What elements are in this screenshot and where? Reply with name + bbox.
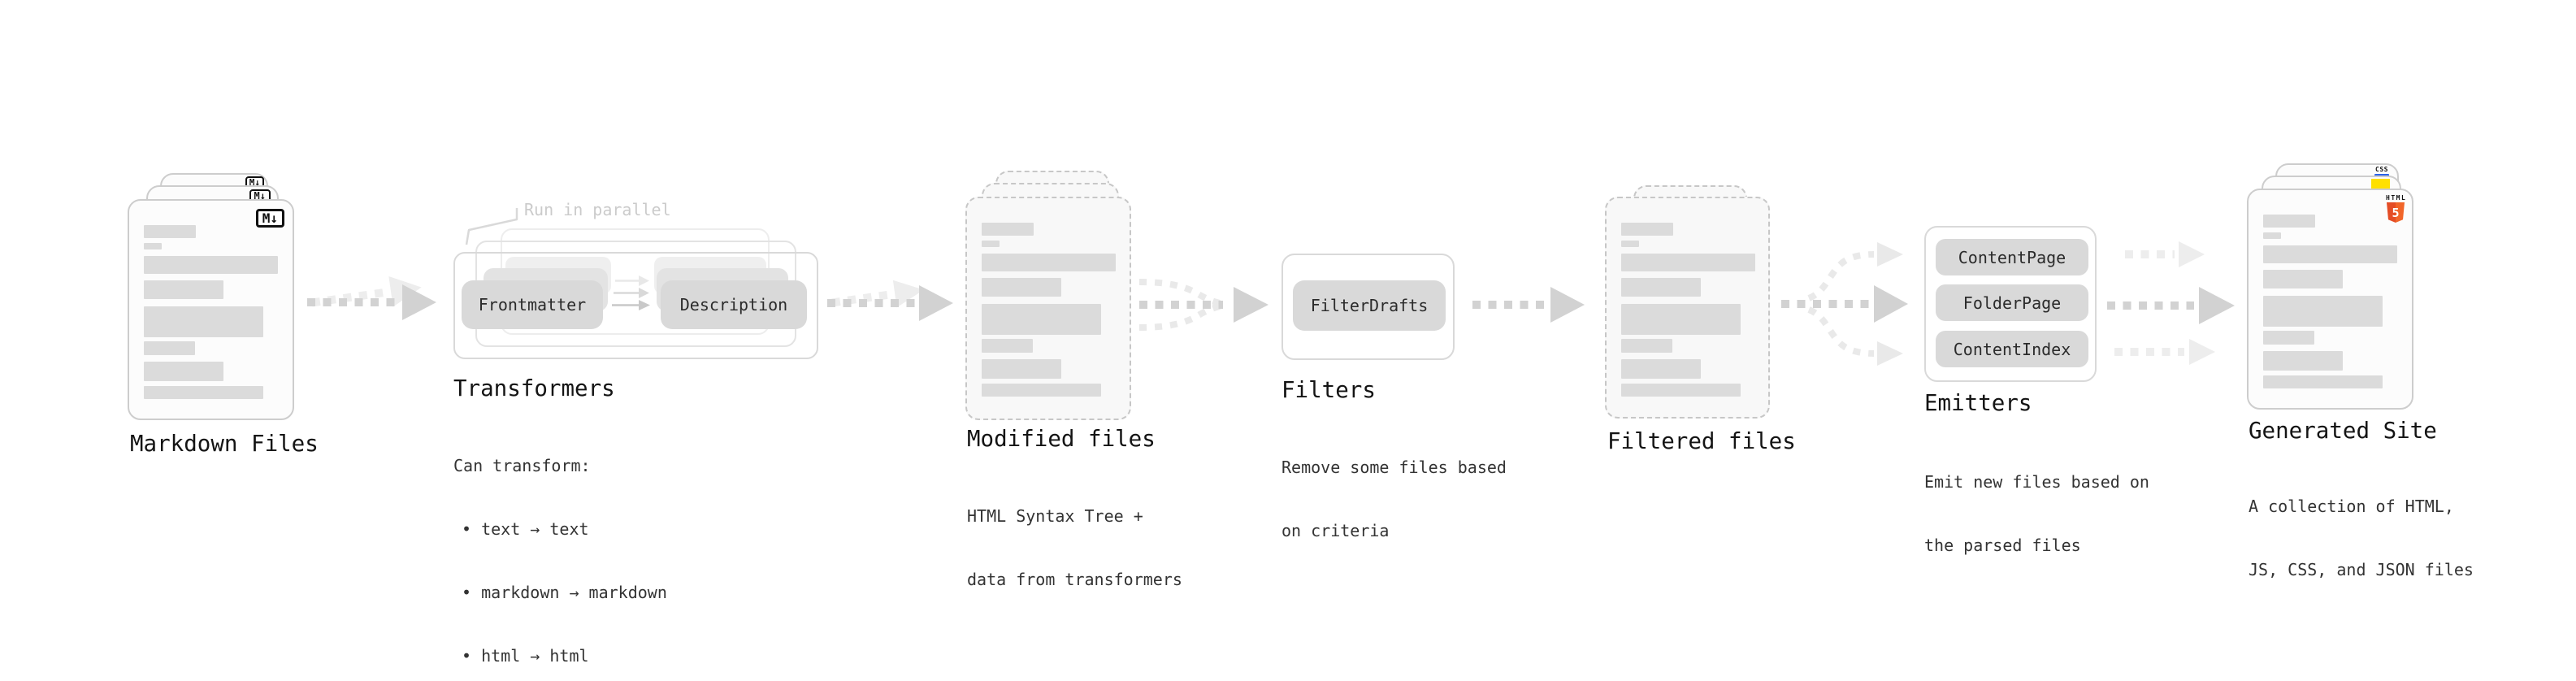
placeholder-bar: [2263, 245, 2397, 263]
markdown-icon: M↓: [255, 209, 284, 228]
generated-site-caption: A collection of HTML, JS, CSS, and JSON …: [2249, 453, 2474, 622]
caption-line: Emit new files based on: [1924, 472, 2149, 492]
caption-line: data from transformers: [967, 570, 1182, 589]
placeholder-bar: [1621, 254, 1755, 271]
arrow-filtered-to-emitters: [1781, 242, 1908, 366]
arrow-modified-to-filters: [1138, 279, 1268, 331]
html5-icon-label: HTML: [2386, 194, 2407, 202]
frontmatter-node: Frontmatter: [462, 280, 603, 329]
contentindex-node: ContentIndex: [1936, 331, 2088, 367]
arrow-markdown-to-transformers: [307, 275, 436, 320]
placeholder-bar: [144, 306, 263, 337]
markdown-file-card-front: M↓: [128, 199, 294, 420]
caption-line: • html → html: [462, 646, 589, 666]
caption-line: HTML Syntax Tree +: [967, 506, 1143, 526]
placeholder-bar: [982, 359, 1061, 379]
filtered-file-card-front: [1605, 197, 1770, 419]
caption-line: the parsed files: [1924, 536, 2081, 555]
stage-title-emitters: Emitters: [1924, 390, 2032, 416]
caption-line: Can transform:: [453, 456, 591, 475]
transformer-layer-front: [453, 252, 818, 359]
transformers-caption: Can transform: • text → text • markdown …: [453, 413, 667, 681]
placeholder-bar: [2263, 331, 2314, 345]
placeholder-bar: [982, 223, 1034, 236]
caption-line: • markdown → markdown: [462, 583, 667, 602]
emitters-caption: Emit new files based on the parsed files: [1924, 429, 2149, 598]
html5-icon-shield: 5: [2387, 202, 2405, 223]
placeholder-bar: [1621, 304, 1741, 335]
arrow-emitters-to-generated: [2107, 241, 2235, 365]
placeholder-bar: [982, 254, 1116, 271]
placeholder-bar: [2263, 232, 2281, 239]
stage-title-filters: Filters: [1281, 377, 1376, 403]
placeholder-bar: [982, 339, 1033, 353]
placeholder-bar: [2263, 351, 2343, 371]
placeholder-bar: [2263, 215, 2315, 228]
placeholder-bar: [1621, 278, 1701, 297]
generated-file-card-front: HTML 5: [2247, 189, 2413, 410]
caption-line: Remove some files based: [1281, 458, 1507, 477]
stage-title-generated-site: Generated Site: [2249, 418, 2437, 444]
placeholder-bar: [982, 384, 1101, 397]
folderpage-node: FolderPage: [1936, 284, 2088, 321]
arrow-transformers-to-modified: [827, 280, 953, 321]
placeholder-bar: [1621, 339, 1672, 353]
placeholder-bar: [144, 280, 223, 299]
modified-file-card-front: [965, 197, 1131, 420]
placeholder-bar: [2263, 375, 2383, 388]
transformer-parallel-arrows: [612, 275, 650, 310]
caption-line: JS, CSS, and JSON files: [2249, 560, 2474, 579]
placeholder-bar: [982, 278, 1061, 297]
placeholder-bar: [982, 241, 1000, 247]
placeholder-bar: [1621, 384, 1741, 397]
filterdrafts-node: FilterDrafts: [1293, 280, 1446, 331]
placeholder-bar: [144, 256, 278, 274]
html5-icon: HTML 5: [2386, 194, 2405, 223]
css-icon-label: CSS: [2375, 166, 2388, 173]
emitters-panel: ContentPage FolderPage ContentIndex: [1924, 226, 2097, 382]
modified-files-caption: HTML Syntax Tree + data from transformer…: [967, 463, 1182, 632]
caption-line: • text → text: [462, 519, 589, 539]
placeholder-bar: [1621, 359, 1701, 379]
filters-panel: FilterDrafts: [1281, 254, 1455, 360]
caption-line: A collection of HTML,: [2249, 497, 2454, 516]
placeholder-bar: [144, 341, 195, 355]
placeholder-bar: [144, 386, 263, 399]
placeholder-bar: [144, 243, 162, 249]
caption-line: on criteria: [1281, 521, 1390, 540]
run-in-parallel-label: Run in parallel: [524, 200, 671, 219]
filters-caption: Remove some files based on criteria: [1281, 414, 1507, 583]
run-in-parallel-callout-line: [465, 208, 518, 245]
placeholder-bar: [1621, 241, 1639, 247]
stage-title-modified-files: Modified files: [967, 426, 1156, 452]
stage-title-transformers: Transformers: [453, 375, 615, 401]
contentpage-node: ContentPage: [1936, 239, 2088, 275]
placeholder-bar: [2263, 270, 2343, 288]
placeholder-bar: [2263, 296, 2383, 327]
stage-title-filtered-files: Filtered files: [1607, 428, 1796, 454]
arrow-filters-to-filtered: [1472, 287, 1585, 323]
placeholder-bar: [144, 362, 223, 381]
stage-title-markdown-files: Markdown Files: [130, 431, 319, 457]
placeholder-bar: [144, 225, 196, 238]
placeholder-bar: [982, 304, 1101, 335]
description-node: Description: [661, 280, 807, 329]
placeholder-bar: [1621, 223, 1673, 236]
